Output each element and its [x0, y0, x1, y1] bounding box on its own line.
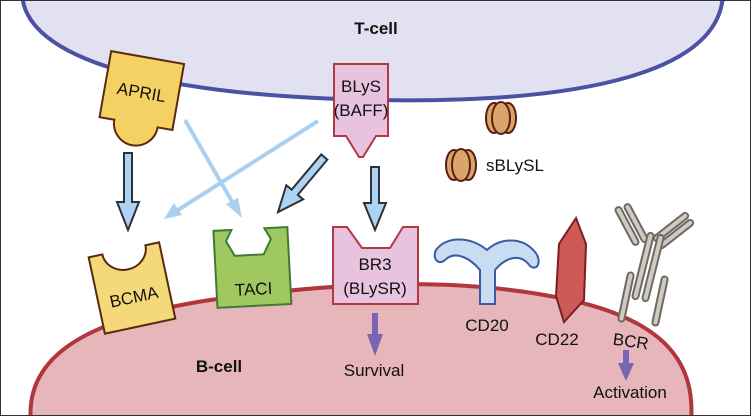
- bcr-label: BCR: [612, 330, 650, 354]
- activation-label: Activation: [593, 383, 667, 402]
- blys-label-line2: (BAFF): [334, 101, 389, 120]
- bcr-receptor[interactable]: [614, 203, 695, 327]
- blys-label-line1: BLyS: [341, 77, 381, 96]
- arrow-blys-to-taci: [276, 153, 329, 215]
- cd22-receptor[interactable]: [554, 215, 588, 324]
- arrow-br3-to-survival: [367, 313, 383, 356]
- cd22-label: CD22: [535, 330, 578, 349]
- cd20-label: CD20: [465, 316, 508, 335]
- sblys-label: sBLySL: [486, 156, 544, 175]
- arrow-bcr-to-activation: [618, 350, 634, 381]
- arrow-blys-to-bcma: [164, 119, 320, 219]
- sblys-trimer-top: [485, 101, 517, 135]
- b-cell-label: B-cell: [196, 357, 242, 376]
- survival-label: Survival: [344, 361, 404, 380]
- cd20-receptor[interactable]: [433, 238, 540, 305]
- br3-receptor[interactable]: BR3 (BLySR): [332, 226, 419, 305]
- taci-label: TACI: [234, 279, 272, 300]
- br3-label-line2: (BLySR): [343, 279, 407, 298]
- taci-receptor[interactable]: TACI: [212, 226, 293, 309]
- sblys-trimer-bottom: [445, 148, 477, 182]
- arrow-april-to-taci: [183, 119, 242, 218]
- arrow-april-to-bcma: [115, 152, 141, 233]
- april-ligand[interactable]: APRIL: [96, 49, 186, 151]
- blys-ligand[interactable]: BLyS (BAFF): [333, 63, 389, 158]
- t-cell-label: T-cell: [354, 19, 397, 38]
- arrow-blys-to-br3: [362, 166, 388, 233]
- br3-label-line1: BR3: [358, 255, 391, 274]
- bcma-receptor[interactable]: BCMA: [87, 241, 177, 335]
